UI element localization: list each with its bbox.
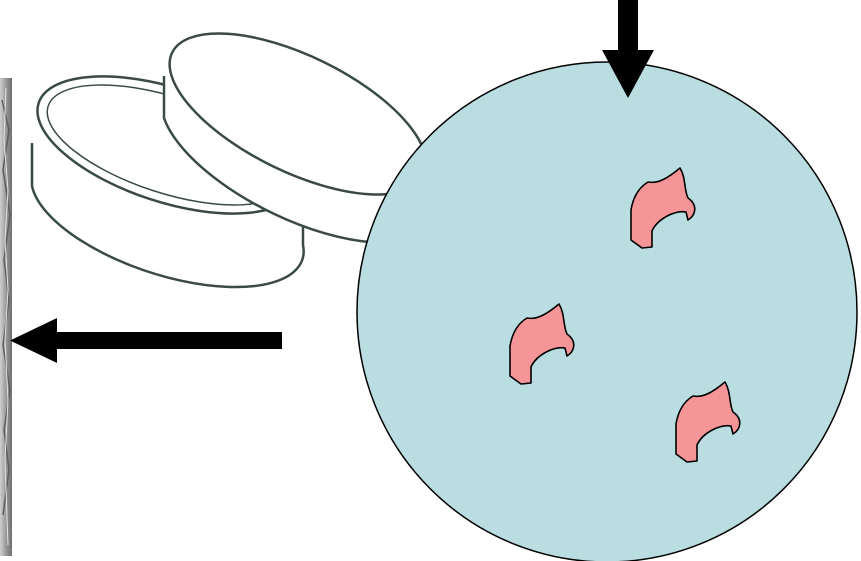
micrograph-strip xyxy=(0,78,12,556)
culture-dish-icon xyxy=(357,62,857,561)
arrow-left-icon xyxy=(10,318,282,363)
